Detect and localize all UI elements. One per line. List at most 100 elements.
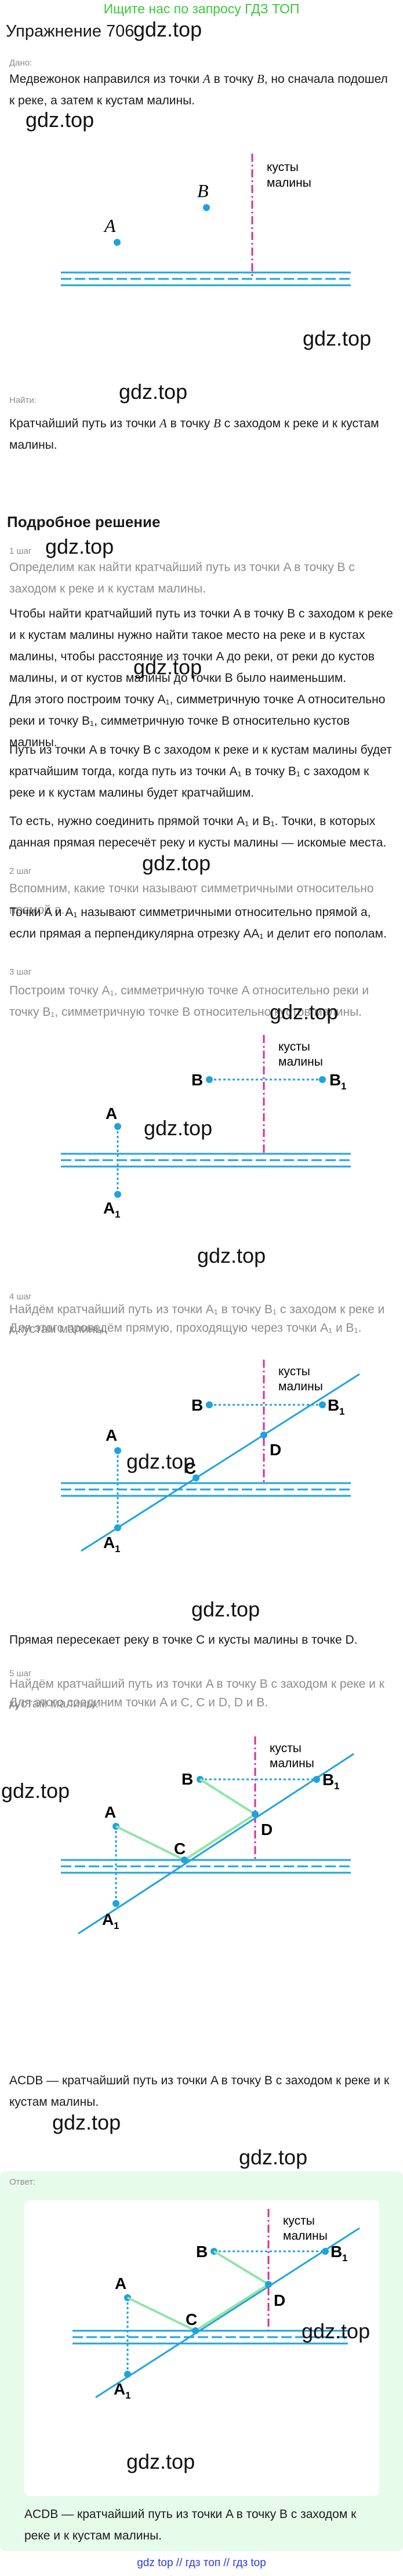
- point-d: [260, 1431, 267, 1438]
- step1-intro: Определим как найти кратчайший путь из т…: [9, 561, 355, 595]
- point-a1: [114, 1524, 121, 1531]
- given-label: Дано:: [9, 58, 32, 68]
- figure-given: кусты малины B A: [61, 154, 351, 286]
- step5-intro: Для этого соединим точки A и C, C и D, D…: [9, 1696, 268, 1709]
- watermark: gdz.top: [133, 655, 202, 679]
- path-acdb: [115, 1778, 257, 1862]
- point-b1-sub: 1: [334, 1781, 339, 1792]
- river: [72, 2330, 348, 2345]
- step5-result: ACDB — кратчайший путь из точки A в точк…: [9, 2074, 390, 2109]
- point-d-label: D: [274, 2291, 285, 2309]
- point-a1-label: A: [103, 1534, 115, 1552]
- point-b1: [319, 1401, 326, 1408]
- watermark: gdz.top: [302, 2319, 371, 2343]
- given-text: Медвежонок направился из точки A в точку…: [9, 72, 388, 107]
- path-acdb: [127, 2250, 271, 2332]
- watermark: gdz.top: [270, 1000, 339, 1024]
- point-a1-label: A: [102, 1910, 114, 1928]
- step1-text: Чтобы найти кратчайший путь из точки A в…: [9, 607, 393, 685]
- point-d: [265, 2281, 272, 2288]
- watermark: gdz.top: [26, 108, 95, 132]
- point-c: [193, 1474, 199, 1481]
- point-b1-sub: 1: [341, 1081, 346, 1092]
- watermark: gdz.top: [142, 851, 211, 875]
- point-a1-sub: 1: [114, 1920, 119, 1931]
- point-a1-sub: 1: [115, 1543, 120, 1554]
- step2-text: Точки A и A₁ называют симметричными отно…: [9, 906, 387, 940]
- bushes-label-1: кусты: [278, 1040, 310, 1053]
- point-b1-label: B: [328, 1396, 339, 1414]
- figure-step3: кусты малины B B 1 A A 1: [61, 1035, 351, 1220]
- point-a1-sub: 1: [125, 2390, 130, 2401]
- point-b1-sub: 1: [339, 1406, 344, 1417]
- watermark: gdz.top: [197, 1244, 266, 1267]
- point-a1-sub: 1: [115, 1209, 120, 1220]
- watermark: gdz.top: [191, 1597, 260, 1621]
- watermark: gdz.top: [1, 1779, 70, 1803]
- point-b-label: B: [197, 180, 209, 201]
- watermark: gdz.top: [52, 2110, 121, 2134]
- bushes-label-2: малины: [278, 1380, 323, 1393]
- answer-label: Ответ:: [9, 2177, 36, 2187]
- bushes-label-1: кусты: [283, 2214, 315, 2228]
- step5-intro: Найдём кратчайший путь из точки A в точк…: [9, 1677, 384, 1710]
- watermark: gdz.top: [303, 326, 372, 350]
- watermark: gdz.top: [239, 2145, 308, 2169]
- bushes-label-2: малины: [267, 176, 311, 190]
- point-b-label: B: [191, 1071, 203, 1089]
- footer-links[interactable]: gdz top // гдз топ // гдз top: [137, 2557, 266, 2569]
- point-d: [252, 1811, 259, 1818]
- step4-result: Прямая пересекает реку в точке C и кусты…: [9, 1633, 358, 1647]
- figure-step5: кусты малины B B 1 A A 1 C D: [61, 1736, 354, 1935]
- step1-text: Путь из точки A в точку B с заходом к ре…: [9, 743, 392, 800]
- answer-figure-panel: [24, 2200, 379, 2496]
- point-a: [114, 239, 121, 246]
- find-label: Найти:: [9, 395, 37, 405]
- point-a-label: A: [106, 1426, 117, 1444]
- step-label: 4 шаг: [9, 1292, 32, 1302]
- step1-text: То есть, нужно соединить прямой точки A₁…: [9, 815, 387, 849]
- point-b1-sub: 1: [342, 2252, 347, 2263]
- watermark: gdz.top: [126, 2450, 195, 2473]
- watermark: gdz.top: [133, 17, 202, 41]
- river: [61, 1482, 351, 1497]
- bushes-label-1: кусты: [270, 1742, 302, 1755]
- find-text: Кратчайший путь из точки A в точку B с з…: [9, 416, 379, 452]
- point-b-label: B: [196, 2243, 208, 2261]
- line-a1b1: [95, 2227, 360, 2399]
- step4-intro: Найдём кратчайший путь из точки A₁ в точ…: [9, 1303, 385, 1336]
- river: [61, 1859, 351, 1874]
- top-banner[interactable]: Ищите нас по запросу ГДЗ ТОП: [103, 1, 300, 16]
- point-c: [181, 1856, 188, 1863]
- point-a1: [112, 1900, 119, 1907]
- point-c: [192, 2327, 199, 2334]
- answer-text: ACDB — кратчайший путь из точки A в точк…: [24, 2508, 357, 2542]
- point-b1-label: B: [329, 1071, 341, 1089]
- watermark: gdz.top: [119, 380, 188, 404]
- bushes-label-2: малины: [283, 2229, 328, 2243]
- point-c-label: C: [174, 1840, 186, 1858]
- bushes-label-2: малины: [270, 1757, 314, 1770]
- point-a-label: A: [115, 2275, 126, 2292]
- river: [61, 1153, 351, 1168]
- watermark: gdz.top: [126, 1449, 195, 1473]
- step1-text: Для этого построим точку A₁, симметричну…: [9, 693, 386, 749]
- bushes-label-1: кусты: [267, 161, 299, 174]
- step2-intro: Вспомним, какие точки называют симметрич…: [9, 882, 374, 917]
- point-d-label: D: [261, 1821, 273, 1839]
- point-a-label: A: [103, 215, 116, 236]
- river: [61, 271, 351, 286]
- line-a1b1: [78, 1753, 354, 1935]
- step-label: 1 шаг: [9, 546, 32, 556]
- watermark: gdz.top: [144, 1116, 213, 1140]
- point-a1-label: A: [103, 1199, 115, 1217]
- step-label: 3 шаг: [9, 967, 32, 977]
- point-a-label: A: [106, 1104, 117, 1122]
- point-b-label: B: [181, 1770, 193, 1788]
- point-c-label: C: [184, 1459, 196, 1477]
- step3-intro: Построим точку A₁, симметричную точке A …: [9, 984, 369, 1019]
- bushes-label-2: малины: [278, 1055, 323, 1069]
- point-a1: [124, 2371, 131, 2378]
- step-label: 5 шаг: [9, 1669, 32, 1678]
- point-a1: [114, 1191, 121, 1198]
